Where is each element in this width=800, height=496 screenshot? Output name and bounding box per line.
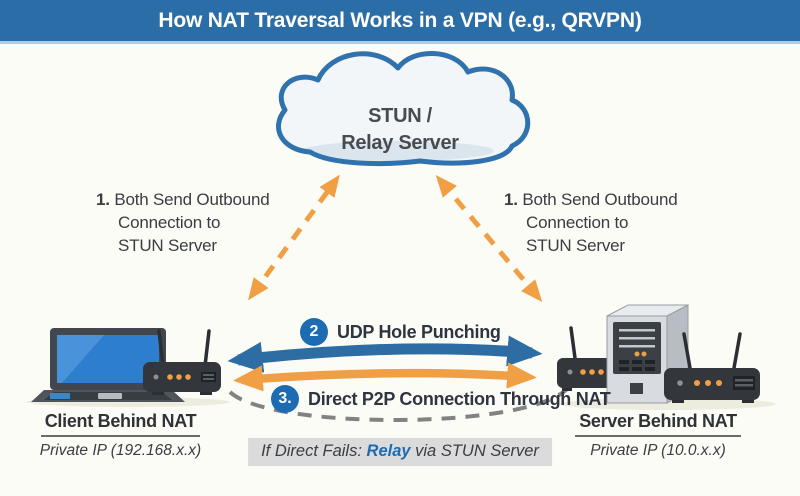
fallback-prefix: If Direct Fails: (261, 442, 367, 460)
step2-label: UDP Hole Punching (337, 321, 501, 342)
step1-right-line3: STUN Server (526, 236, 625, 255)
udp-hole-punching-arrow (227, 335, 543, 373)
step1-left-number: 1. (96, 190, 110, 209)
client-devices-icon (26, 328, 230, 407)
step2-label-row: 2 UDP Hole Punching (300, 318, 501, 346)
stun-cloud-icon (276, 51, 531, 167)
relay-fallback-dashed-path (228, 386, 570, 422)
server-to-stun-dashed-arrow (435, 174, 543, 303)
server-caption: Server Behind NAT Private IP (10.0.x.x) (548, 411, 768, 460)
stun-server-label-line1: STUN / (368, 105, 432, 127)
step3-label: Direct P2P Connection Through NAT (308, 388, 611, 409)
relay-fallback-label: If Direct Fails: Relay via STUN Server (248, 438, 552, 466)
step3-badge: 3. (271, 385, 299, 413)
step1-left-line1: 1. Both Send Outbound (96, 190, 270, 209)
server-caption-title: Server Behind NAT (575, 411, 741, 437)
step3-label-row: 3. Direct P2P Connection Through NAT (271, 385, 611, 413)
client-caption: Client Behind NAT Private IP (192.168.x.… (18, 411, 223, 460)
client-caption-title: Client Behind NAT (40, 411, 201, 437)
title-bar: How NAT Traversal Works in a VPN (e.g., … (0, 0, 800, 44)
step1-right-number: 1. (504, 190, 518, 209)
step1-right-line2: Connection to (526, 213, 629, 232)
server-private-ip: Private IP (10.0.x.x) (590, 442, 726, 459)
stun-server-label-line2: Relay Server (341, 132, 459, 154)
step2-badge: 2 (300, 318, 328, 346)
fallback-relay-highlight: Relay (366, 442, 411, 460)
fallback-suffix: via STUN Server (410, 442, 539, 460)
client-to-stun-dashed-arrow (248, 174, 340, 301)
server-devices-icon (557, 304, 776, 410)
step1-right-line1: 1. Both Send Outbound (504, 190, 678, 209)
client-private-ip: Private IP (192.168.x.x) (39, 442, 202, 459)
page-title: How NAT Traversal Works in a VPN (e.g., … (158, 8, 642, 32)
step1-left-line2: Connection to (118, 213, 221, 232)
stun-server-label: STUN / Relay Server (288, 103, 512, 157)
step1-left-line3: STUN Server (118, 236, 217, 255)
step1-left-text: 1. Both Send Outbound Connection to STUN… (96, 188, 270, 257)
step1-right-text: 1. Both Send Outbound Connection to STUN… (504, 188, 678, 257)
direct-p2p-arrow (233, 362, 537, 392)
